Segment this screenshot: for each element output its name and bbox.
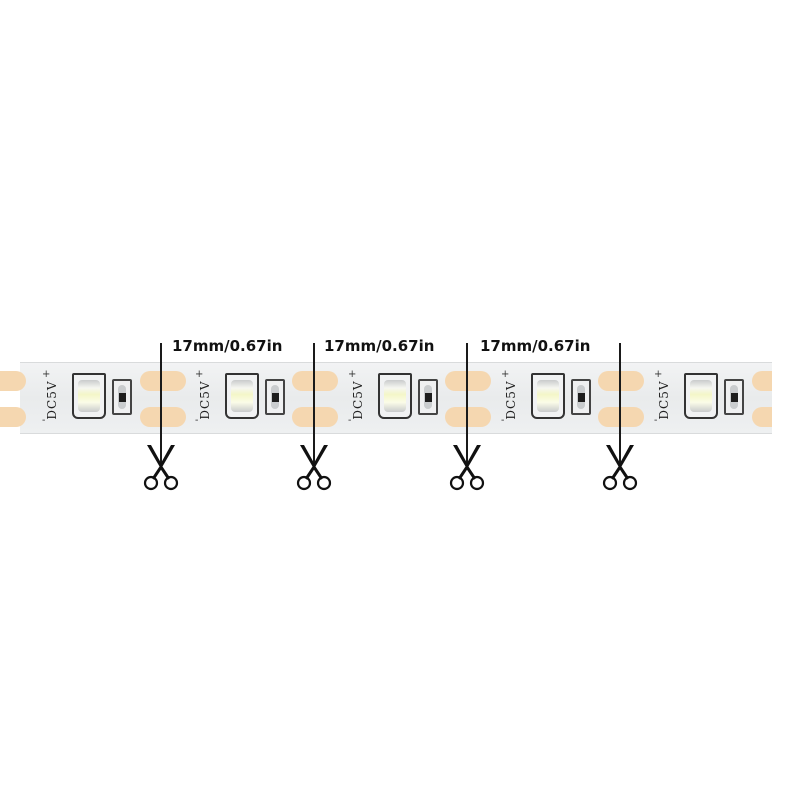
led-chip: [531, 373, 565, 419]
minus-marking: -: [348, 415, 352, 426]
solder-pad-plus: [598, 371, 644, 391]
cut-line: [313, 343, 315, 465]
plus-marking: +: [195, 369, 204, 380]
led-chip: [684, 373, 718, 419]
plus-marking: +: [654, 369, 663, 380]
solder-pad-minus: [140, 407, 186, 427]
solder-pad-plus: [292, 371, 338, 391]
led-strip: + DC5V - + DC5V - + DC5V - + DC5V - + DC…: [0, 362, 772, 434]
plus-marking: +: [42, 369, 51, 380]
cut-line: [466, 343, 468, 465]
led-chip: [225, 373, 259, 419]
minus-marking: -: [195, 415, 199, 426]
minus-marking: -: [654, 415, 658, 426]
scissors-icon: [602, 445, 638, 491]
voltage-marking: DC5V: [45, 380, 59, 420]
resistor: [724, 379, 744, 415]
voltage-marking: DC5V: [198, 380, 212, 420]
led-chip: [378, 373, 412, 419]
resistor: [112, 379, 132, 415]
minus-marking: -: [501, 415, 505, 426]
voltage-marking: DC5V: [351, 380, 365, 420]
scissors-icon: [296, 445, 332, 491]
strip-segment: + DC5V -: [642, 363, 752, 433]
solder-pad-minus: [0, 407, 26, 427]
solder-pad-minus: [445, 407, 491, 427]
minus-marking: -: [42, 415, 46, 426]
solder-pad-plus: [140, 371, 186, 391]
strip-segment: + DC5V -: [30, 363, 140, 433]
strip-segment: + DC5V -: [489, 363, 599, 433]
strip-segment: + DC5V -: [183, 363, 293, 433]
solder-pad-plus: [0, 371, 26, 391]
resistor: [418, 379, 438, 415]
scissors-icon: [143, 445, 179, 491]
led-chip: [72, 373, 106, 419]
resistor: [571, 379, 591, 415]
scissors-icon: [449, 445, 485, 491]
solder-pad-minus: [292, 407, 338, 427]
voltage-marking: DC5V: [657, 380, 671, 420]
voltage-marking: DC5V: [504, 380, 518, 420]
resistor: [265, 379, 285, 415]
cut-line: [619, 343, 621, 465]
plus-marking: +: [348, 369, 357, 380]
solder-pad-plus: [752, 371, 772, 391]
strip-segment: + DC5V -: [336, 363, 446, 433]
cut-line: [160, 343, 162, 465]
segment-length-label: 17mm/0.67in: [172, 337, 283, 355]
plus-marking: +: [501, 369, 510, 380]
solder-pad-plus: [445, 371, 491, 391]
solder-pad-minus: [598, 407, 644, 427]
segment-length-label: 17mm/0.67in: [480, 337, 591, 355]
solder-pad-minus: [752, 407, 772, 427]
segment-length-label: 17mm/0.67in: [324, 337, 435, 355]
